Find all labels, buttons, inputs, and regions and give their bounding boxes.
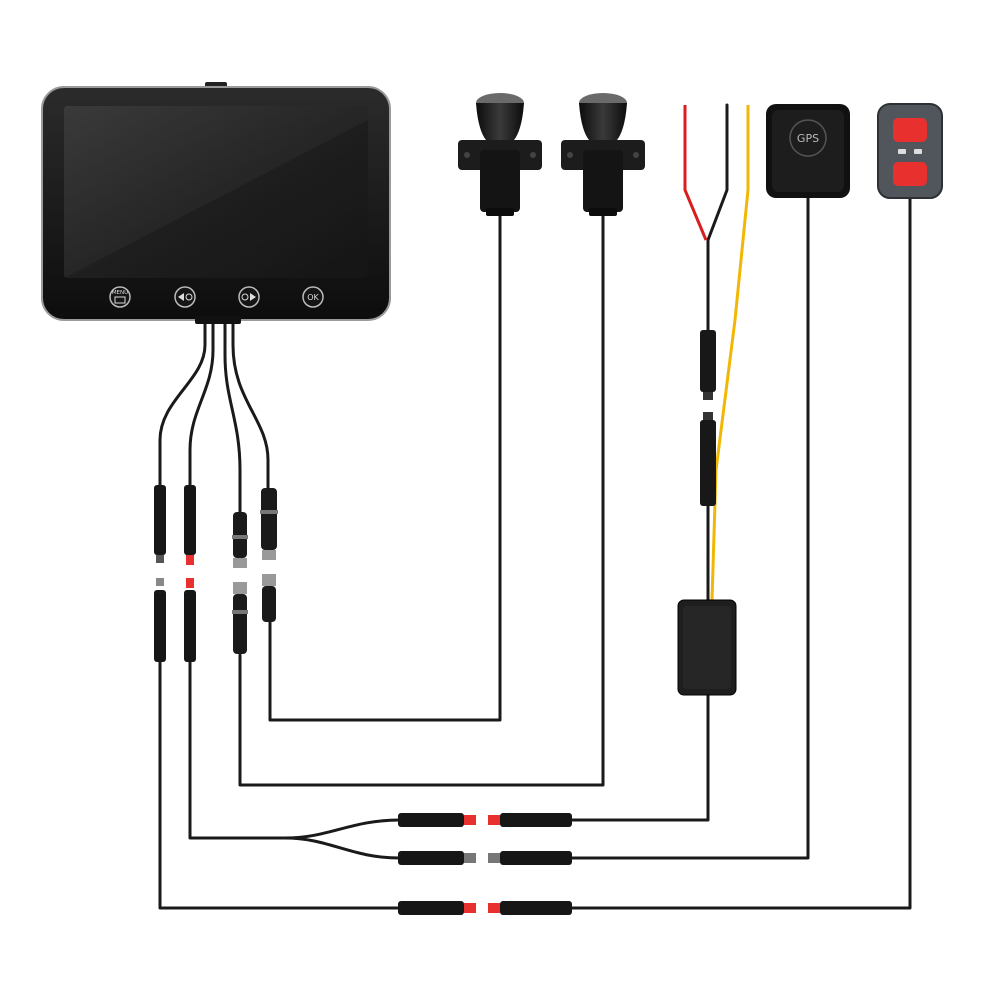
harness-connectors [398, 813, 572, 915]
remote-button-top[interactable] [893, 118, 927, 142]
camera-1-cable [268, 213, 502, 722]
remote-control [877, 103, 943, 199]
forward-icon [250, 293, 256, 301]
remote-button-bottom[interactable] [893, 162, 927, 186]
monitor-screen [64, 106, 368, 278]
monitor: MENU OK [41, 82, 391, 324]
gps-cable [570, 196, 810, 860]
monitor-cable-4 [231, 316, 270, 490]
remote-cable [570, 196, 912, 910]
camera-2-cable [238, 213, 605, 787]
harness-cable-left [158, 660, 402, 910]
cables [158, 103, 912, 910]
camera-1 [458, 93, 542, 216]
menu-button[interactable]: MENU [109, 286, 131, 308]
power-box-cable [570, 693, 710, 822]
power-wire-yellow [710, 105, 750, 601]
monitor-cable-2 [188, 316, 215, 487]
menu-icon [114, 296, 126, 304]
monitor-cable-3 [223, 316, 242, 514]
harness-cable-mid [188, 660, 402, 840]
prev-button[interactable] [174, 286, 196, 308]
power-converter-box [677, 599, 737, 696]
menu-button-label: MENU [112, 290, 128, 296]
monitor-cable-hub [195, 316, 241, 324]
power-wire-red [683, 105, 708, 241]
next-button[interactable] [238, 286, 260, 308]
screen-glare [64, 120, 368, 278]
ok-icon: OK [307, 293, 319, 302]
monitor-cable-1 [158, 316, 207, 487]
power-wire-black-upper [706, 103, 729, 332]
power-line-fuses [700, 330, 716, 506]
ok-button[interactable]: OK [302, 286, 324, 308]
harness-cable-mid-branch [283, 836, 402, 860]
monitor-connectors [154, 485, 278, 662]
gps-label: GPS [797, 132, 819, 145]
rewind-icon [178, 293, 184, 301]
camera-2 [561, 93, 645, 216]
gps-module: GPS [766, 104, 850, 198]
